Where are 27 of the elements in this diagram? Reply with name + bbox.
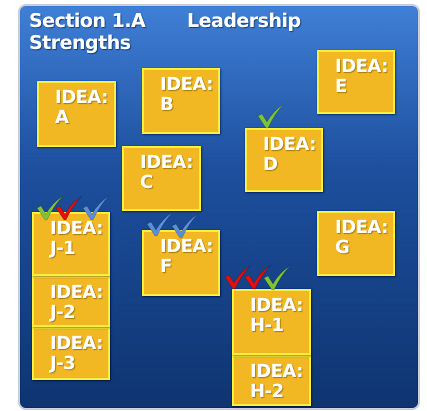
note-text: IDEA: J-3 xyxy=(50,334,100,374)
sticky-note xyxy=(245,128,323,192)
sticky-note xyxy=(317,50,395,114)
note-text: IDEA: F xyxy=(160,237,210,277)
heading: Leadership xyxy=(187,10,302,32)
note-text: IDEA: C xyxy=(140,153,190,193)
note-text: IDEA: J-2 xyxy=(50,283,100,323)
note-text: IDEA: H-1 xyxy=(250,296,300,336)
sticky-note xyxy=(317,211,395,276)
sticky-note xyxy=(142,230,220,296)
note-text: IDEA: G xyxy=(335,218,385,258)
note-text: IDEA: H-2 xyxy=(250,362,300,402)
sticky-note xyxy=(122,146,201,211)
sticky-note xyxy=(232,355,311,406)
sticky-note xyxy=(32,327,110,380)
board-panel xyxy=(18,4,420,410)
note-text: IDEA: D xyxy=(263,135,313,175)
sticky-note xyxy=(37,81,116,147)
note-text: IDEA: J-1 xyxy=(50,219,100,259)
note-text: IDEA: A xyxy=(55,88,105,128)
sticky-note xyxy=(32,276,110,327)
sticky-note xyxy=(32,212,110,276)
sticky-note xyxy=(142,68,220,134)
sticky-note xyxy=(232,289,311,355)
note-text: IDEA: E xyxy=(335,57,385,97)
section-title: Section 1.A Strengths xyxy=(29,10,146,54)
note-text: IDEA: B xyxy=(160,75,210,115)
